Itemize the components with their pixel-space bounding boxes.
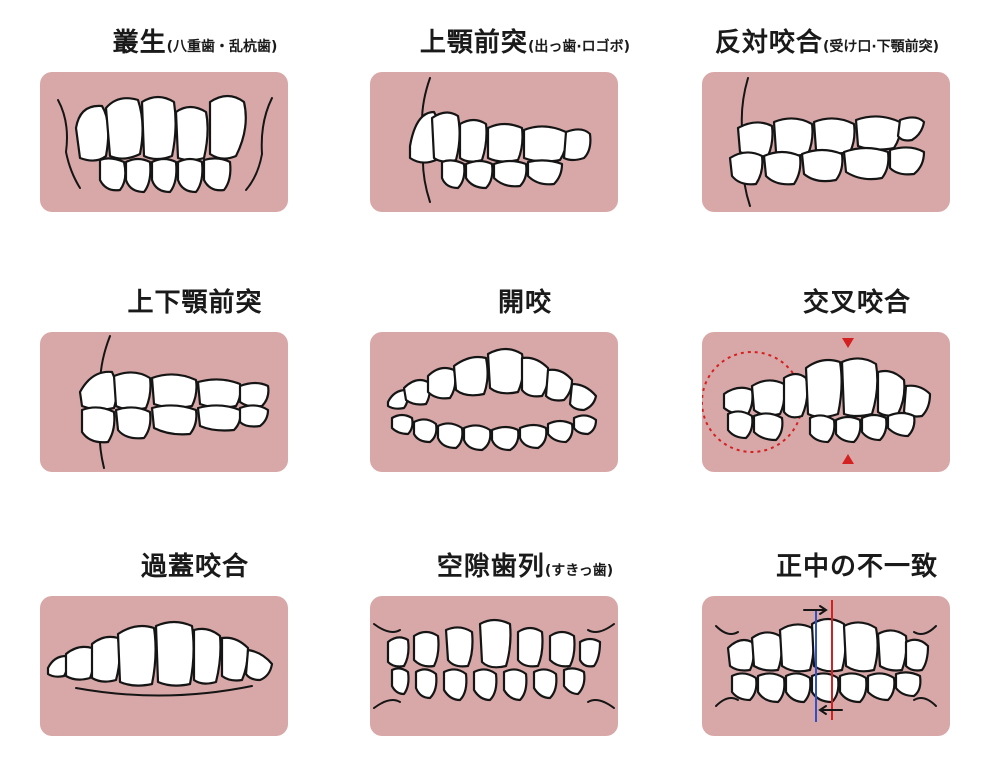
underbite-illustration bbox=[702, 72, 950, 212]
up-arrow-icon bbox=[842, 454, 854, 464]
upper-protrusion-illustration bbox=[370, 72, 618, 212]
midline-deviation-illustration bbox=[702, 596, 950, 736]
spaced-teeth-illustration bbox=[370, 596, 618, 736]
down-arrow-icon bbox=[842, 338, 854, 348]
crossbite-illustration bbox=[702, 332, 950, 472]
open-bite-illustration bbox=[370, 332, 618, 472]
crowded-teeth-illustration bbox=[40, 72, 288, 212]
card-title: 開咬 bbox=[497, 288, 552, 318]
deep-bite-illustration bbox=[40, 596, 288, 736]
card-title: 叢生(八重歯・乱杭歯) bbox=[112, 28, 278, 58]
bimaxillary-protrusion-illustration bbox=[40, 332, 288, 472]
card-title: 正中の不一致 bbox=[775, 552, 938, 582]
left-arrow-icon bbox=[818, 705, 843, 715]
card-title: 空隙歯列(すきっ歯) bbox=[436, 552, 614, 582]
card-title: 反対咬合(受け口·下顎前突) bbox=[714, 28, 940, 58]
card-title: 上下顎前突 bbox=[127, 288, 263, 318]
card-title: 交叉咬合 bbox=[802, 288, 911, 318]
right-arrow-icon bbox=[803, 605, 828, 615]
card-title: 過蓋咬合 bbox=[140, 552, 249, 582]
card-title: 上顎前突(出っ歯·ロゴボ) bbox=[419, 28, 631, 58]
